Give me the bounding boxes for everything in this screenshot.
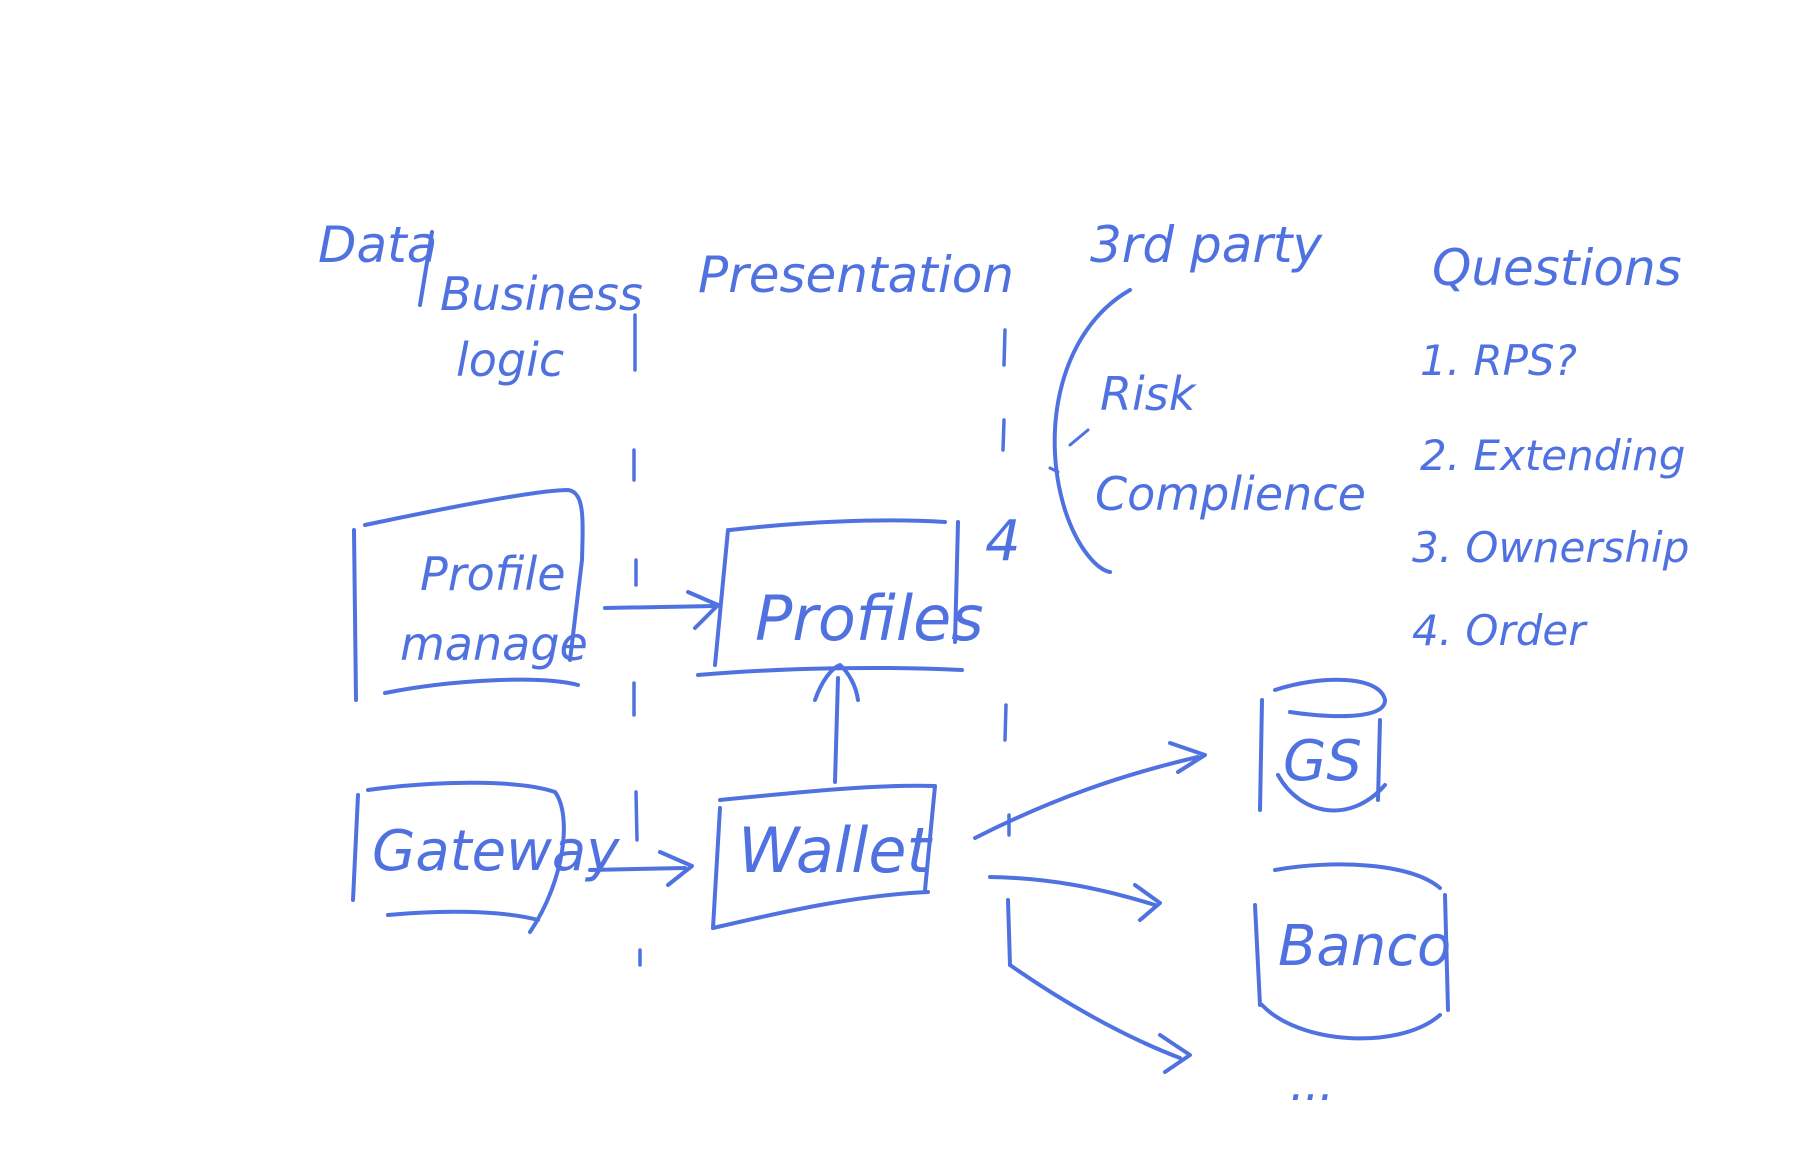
wallet-label: Wallet (738, 814, 934, 887)
profiles-label: Profiles (755, 582, 984, 655)
question-1: 1. RPS? (1420, 336, 1577, 385)
wallet-box: Wallet (711, 783, 937, 930)
gs-label: GS (1283, 729, 1362, 794)
questions-title: Questions (1432, 239, 1682, 297)
third-party-bracket: Risk Complience (1048, 288, 1366, 574)
banco-datastore: Banco (1253, 862, 1451, 1041)
profile-manage-line2: manage (400, 617, 588, 671)
arrow-wallet-to-more (1006, 898, 1192, 1074)
arrow-gateway-to-wallet (588, 850, 694, 887)
arrow-wallet-to-profiles (813, 663, 860, 784)
separator-presentation-third-party (1001, 328, 1011, 837)
arrow-wallet-to-gs (973, 741, 1207, 840)
profiles-box: Profiles (696, 518, 984, 677)
question-3: 3. Ownership (1412, 523, 1689, 572)
gateway-box: Gateway (351, 780, 620, 934)
third-party-risk: Risk (1100, 367, 1198, 421)
annotation-four: 4 (985, 509, 1021, 574)
question-4: 4. Order (1412, 606, 1588, 655)
header-business: Business (440, 267, 643, 321)
more-stores-ellipsis: ... (1290, 1057, 1334, 1111)
gateway-label: Gateway (372, 819, 620, 884)
header-logic: logic (456, 333, 564, 387)
third-party-compliance: Complience (1095, 467, 1366, 521)
profile-manage-box: Profile manage (352, 488, 588, 702)
arrow-profile-manage-to-profiles (603, 590, 720, 630)
profile-manage-line1: Profile (420, 547, 566, 601)
question-2: 2. Extending (1420, 431, 1685, 480)
header-presentation: Presentation (698, 246, 1014, 304)
header-slash (418, 230, 434, 307)
separator-data-presentation (632, 313, 642, 967)
questions-list: Questions 1. RPS? 2. Extending 3. Owners… (1412, 239, 1689, 655)
arrow-wallet-to-banco (988, 875, 1162, 922)
banco-label: Banco (1278, 914, 1451, 979)
header-data: Data (318, 216, 437, 274)
gs-datastore: GS (1258, 677, 1387, 813)
header-third-party: 3rd party (1090, 216, 1324, 274)
